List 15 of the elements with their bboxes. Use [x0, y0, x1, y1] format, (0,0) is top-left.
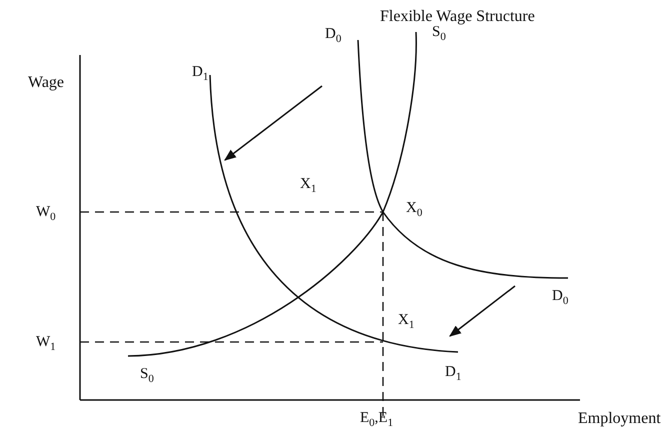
point-label: X$_{1}$	[398, 312, 414, 332]
curve-label: S$_{0}$	[140, 366, 154, 386]
curve-label: S$_{0}$	[432, 24, 446, 44]
curve-label: D$_{0}$	[325, 26, 342, 46]
curve-label: D$_{1}$	[445, 364, 462, 384]
curve-label: D$_{0}$	[552, 288, 568, 308]
point-label: X$_{0}$	[406, 200, 422, 220]
axis-label: Employment	[578, 410, 661, 428]
tick-label: W$_{0}$	[36, 204, 56, 224]
point-label: X$_{1}$	[300, 176, 316, 196]
axis-label: Wage	[28, 74, 64, 92]
chart-title: Flexible Wage Structure	[380, 8, 535, 26]
axis-tick-label: E$_{0}$,E$_{1}$	[360, 410, 394, 430]
curve-label: D$_{1}$	[192, 64, 208, 84]
tick-label: W$_{1}$	[36, 334, 56, 354]
